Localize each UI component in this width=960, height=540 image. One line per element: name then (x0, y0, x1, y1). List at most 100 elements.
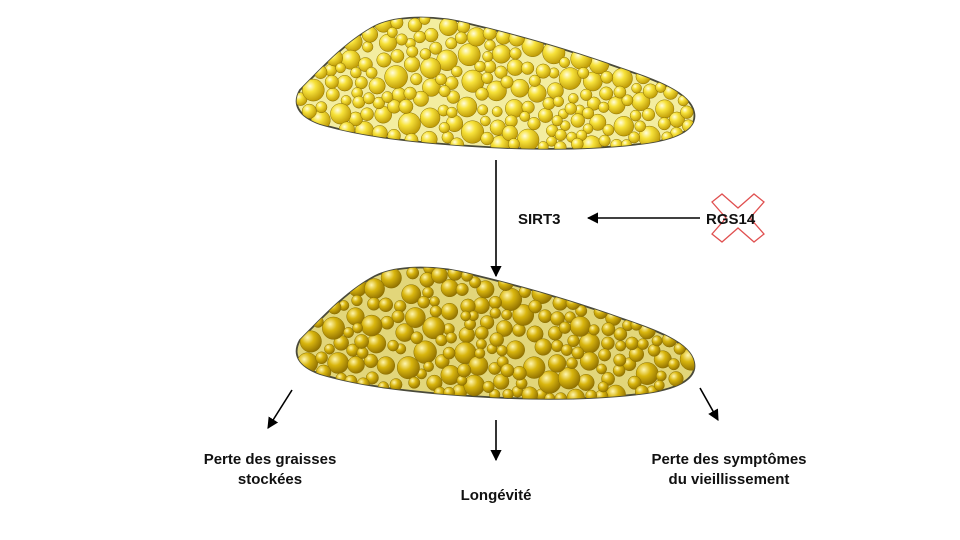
lipid-droplet (454, 31, 468, 45)
lipid-droplet (597, 381, 609, 393)
lipid-droplet (410, 73, 423, 86)
lipid-droplet (631, 82, 642, 94)
lipid-droplet (431, 267, 448, 284)
lipid-droplet (475, 87, 489, 101)
lipid-droplet (569, 316, 591, 337)
lipid-droplet (488, 362, 502, 375)
lipid-droplet (547, 354, 567, 373)
lipid-droplet (627, 375, 642, 390)
lipid-droplet (489, 307, 501, 319)
lipid-droplet (528, 299, 542, 314)
lipid-droplet (360, 314, 383, 337)
lipid-droplet (367, 297, 381, 311)
lipid-droplet (637, 338, 649, 350)
lipid-droplet (564, 102, 577, 115)
lipid-droplet (521, 61, 535, 75)
lipid-droplet (613, 353, 627, 367)
lipid-droplet (446, 106, 458, 118)
lipid-droplet (523, 356, 546, 379)
lipid-droplet (338, 121, 355, 138)
lipid-droplet (401, 284, 422, 305)
lipid-droplet (480, 115, 491, 127)
lipid-droplet (527, 117, 541, 131)
label-aging-line1: Perte des symptômes (651, 451, 806, 468)
lipid-droplet (661, 131, 673, 143)
lipid-droplet (673, 342, 686, 355)
lipid-droplet (570, 47, 593, 70)
label-aging-line2: du vieillissement (669, 471, 790, 488)
lipid-droplet (651, 335, 663, 347)
lipid-droplet (347, 356, 365, 374)
lipid-droplet (613, 85, 627, 99)
lipid-droplet (445, 37, 458, 50)
lipid-droplet (634, 385, 649, 399)
lipid-droplet (438, 85, 451, 98)
lipid-droplet (376, 52, 392, 68)
lipid-droplet (315, 101, 328, 114)
lipid-droplet (680, 105, 694, 119)
lipid-droplet (469, 276, 482, 289)
lipid-droplet (655, 81, 667, 93)
lipid-droplet (550, 311, 565, 326)
lipid-droplet (585, 389, 598, 399)
lipid-droplet (442, 346, 456, 360)
lipid-droplet (516, 128, 540, 149)
lipid-droplet (363, 353, 379, 369)
lipid-droplet (613, 116, 634, 137)
lipid-droplet (526, 325, 544, 343)
lipid-droplet (534, 338, 552, 356)
lipid-droplet (554, 129, 567, 141)
lipid-droplet (571, 137, 584, 149)
lipid-droplet (554, 392, 568, 399)
lipid-droplet (368, 77, 386, 95)
label-longevity: Longévité (461, 487, 532, 504)
lipid-droplet (315, 351, 328, 365)
lipid-droplet (542, 97, 556, 110)
lipid-droplet (354, 76, 368, 90)
lipid-droplet (480, 131, 494, 146)
lipid-droplet (435, 334, 448, 347)
lipid-droplet (510, 78, 530, 98)
lipid-droplet (501, 309, 513, 321)
lipid-droplet (343, 327, 354, 338)
lipid-droplet (460, 120, 485, 144)
lipid-droplet (420, 57, 442, 79)
lipid-droplet (296, 352, 318, 374)
lipid-droplet (507, 138, 520, 149)
lipid-droplet (560, 344, 573, 356)
lipid-droplet (440, 302, 459, 321)
lipid-droplet (602, 124, 615, 136)
lipid-droplet (579, 351, 599, 371)
lipid-droplet (494, 65, 508, 79)
lipid-droplet (322, 316, 345, 340)
lipid-droplet (301, 103, 317, 119)
lipid-droplet (391, 310, 405, 324)
lipid-droplet (635, 69, 651, 85)
lipid-droplet (565, 295, 581, 310)
lipid-droplet (552, 95, 564, 107)
lipid-droplet (404, 307, 426, 328)
lipid-droplet (384, 65, 408, 89)
lipid-droplet (621, 94, 634, 107)
lipid-droplet (582, 123, 594, 134)
lipid-droplet (621, 139, 632, 149)
lipid-droplet (439, 17, 458, 36)
lipid-droplets-bottom (296, 267, 695, 399)
lipid-droplet (466, 27, 486, 47)
lipid-droplet (571, 346, 585, 360)
lipid-droplet (538, 107, 553, 123)
label-fat-loss-line1: Perte des graisses (204, 451, 337, 468)
lipid-droplet (482, 51, 494, 62)
lipid-droplet (575, 304, 588, 317)
lipid-droplet (677, 95, 689, 107)
lipid-droplet (508, 30, 525, 47)
lipid-droplet (408, 376, 421, 389)
lipid-droplet (481, 72, 494, 84)
lipid-droplet (475, 338, 487, 350)
lipid-droplet (352, 322, 363, 334)
lipid-droplet (657, 117, 671, 131)
label-rgs14: RGS14 (706, 211, 756, 228)
lipid-droplet (653, 380, 665, 391)
lipid-droplet (419, 48, 432, 60)
